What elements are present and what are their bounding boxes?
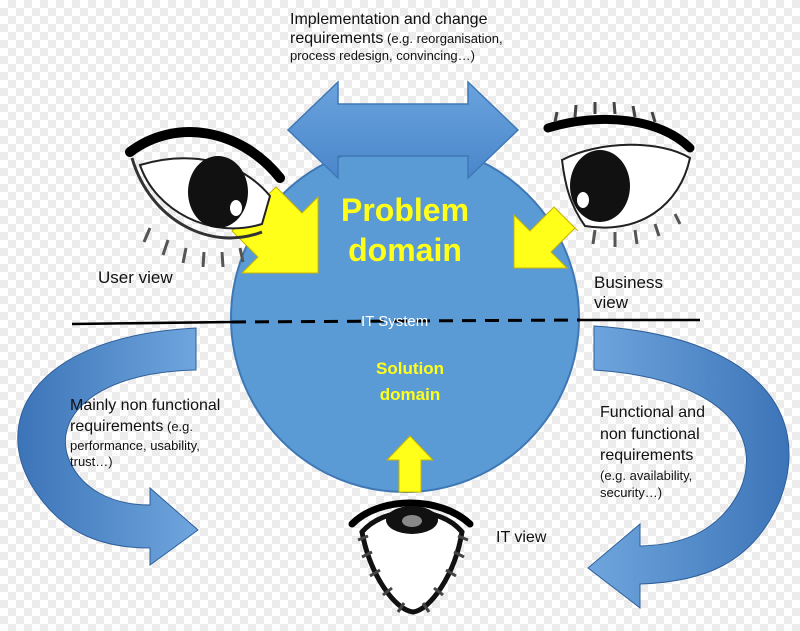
left-note-line1: Mainly non functional bbox=[70, 397, 221, 414]
solution-domain-title: Solution domain bbox=[345, 356, 475, 407]
left-note-line4: trust…) bbox=[70, 454, 113, 470]
right-note-line4: (e.g. availability, bbox=[600, 467, 693, 483]
right-curved-arrow bbox=[587, 325, 790, 610]
solution-domain-line1: Solution bbox=[376, 359, 444, 378]
it-system-label: IT System bbox=[361, 313, 429, 330]
implementation-label-line2a: requirements bbox=[290, 30, 384, 48]
yellow-arrow-left bbox=[231, 186, 319, 274]
problem-domain-line2: domain bbox=[348, 232, 462, 268]
eye-icon-it-view bbox=[348, 499, 474, 615]
eye-icon-business-view bbox=[543, 101, 695, 247]
right-requirements-note: Functional and non functional requiremen… bbox=[600, 402, 705, 502]
left-note-line2a: requirements bbox=[70, 417, 164, 435]
solution-domain-line2: domain bbox=[379, 384, 441, 404]
left-curved-arrow bbox=[17, 327, 199, 566]
right-note-line1: Functional and bbox=[600, 404, 705, 421]
yellow-arrow-right bbox=[513, 206, 579, 269]
user-view-label: User view bbox=[98, 268, 173, 287]
left-note-line2b: (e.g. bbox=[163, 418, 193, 434]
eye-icon-user-view bbox=[125, 127, 285, 268]
left-note-line3: performance, usability, bbox=[70, 437, 200, 453]
right-note-line5: security…) bbox=[600, 485, 663, 501]
implementation-label: Implementation and change requirements (… bbox=[290, 10, 503, 64]
left-requirements-note: Mainly non functional requirements (e.g.… bbox=[70, 396, 220, 471]
implementation-label-line2b: (e.g. reorganisation, bbox=[383, 31, 503, 47]
implementation-label-line3: process redesign, convincing…) bbox=[290, 48, 475, 64]
problem-domain-title: Problem domain bbox=[305, 190, 505, 270]
separator-line-dashed bbox=[231, 318, 581, 324]
business-view-line1: Business bbox=[594, 273, 663, 292]
business-view-label: Business view bbox=[594, 273, 663, 314]
problem-domain-line1: Problem bbox=[340, 192, 470, 228]
right-note-line2: non functional bbox=[600, 425, 700, 443]
yellow-arrow-up bbox=[385, 435, 435, 493]
right-note-line3: requirements bbox=[600, 447, 694, 465]
implementation-double-arrow bbox=[286, 80, 520, 180]
separator-line-left bbox=[71, 320, 233, 326]
it-view-label: IT view bbox=[496, 529, 547, 546]
business-view-line2: view bbox=[594, 293, 629, 313]
implementation-label-line1: Implementation and change bbox=[290, 11, 488, 28]
